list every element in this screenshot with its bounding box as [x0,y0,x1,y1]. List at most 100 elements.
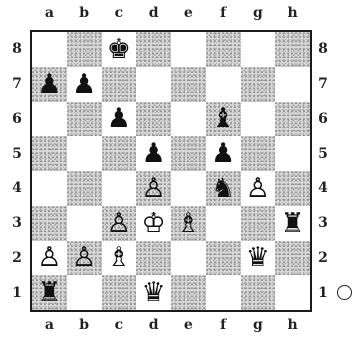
black-pawn-icon[interactable]: ♟ [211,140,235,167]
square-c3[interactable]: ♙ [102,206,137,241]
black-rook-icon[interactable]: ♜ [281,210,305,237]
square-g6[interactable] [241,102,276,137]
black-knight-icon[interactable]: ♞ [211,175,235,202]
file-label-bottom-d: d [136,316,171,334]
square-f6[interactable]: ♝ [206,102,241,137]
file-label-bottom-b: b [67,316,102,334]
black-pawn-icon[interactable]: ♟ [37,71,61,98]
square-a4[interactable] [32,171,67,206]
square-d5[interactable]: ♟ [136,136,171,171]
square-f4[interactable]: ♞ [206,171,241,206]
square-b3[interactable] [67,206,102,241]
square-g5[interactable] [241,136,276,171]
rank-label-right-5: 5 [314,136,332,171]
square-f2[interactable] [206,241,241,276]
square-a6[interactable] [32,102,67,137]
square-g8[interactable] [241,32,276,67]
square-c5[interactable] [102,136,137,171]
square-e7[interactable] [171,67,206,102]
white-king-icon[interactable]: ♔ [142,210,166,237]
rank-label-right-3: 3 [314,206,332,241]
square-b5[interactable] [67,136,102,171]
square-b6[interactable] [67,102,102,137]
white-pawn-icon[interactable]: ♙ [246,175,270,202]
black-pawn-icon[interactable]: ♟ [142,140,166,167]
square-h8[interactable] [275,32,310,67]
square-e6[interactable] [171,102,206,137]
black-pawn-icon[interactable]: ♟ [107,105,131,132]
file-label-bottom-h: h [275,316,310,334]
square-a7[interactable]: ♟ [32,67,67,102]
square-g3[interactable] [241,206,276,241]
square-f3[interactable] [206,206,241,241]
square-b1[interactable] [67,275,102,310]
rank-label-left-3: 3 [8,206,26,241]
rank-label-right-8: 8 [314,32,332,67]
square-h6[interactable] [275,102,310,137]
square-e4[interactable] [171,171,206,206]
square-a3[interactable] [32,206,67,241]
black-queen-icon[interactable]: ♛ [142,279,166,306]
square-f7[interactable] [206,67,241,102]
square-h5[interactable] [275,136,310,171]
square-d4[interactable]: ♙ [136,171,171,206]
black-queen-icon[interactable]: ♛ [246,244,270,271]
white-bishop-icon[interactable]: ♗ [176,210,200,237]
square-c8[interactable]: ♚ [102,32,137,67]
square-c7[interactable] [102,67,137,102]
black-king-icon[interactable]: ♚ [107,36,131,63]
black-bishop-icon[interactable]: ♝ [211,105,235,132]
square-h4[interactable] [275,171,310,206]
square-b4[interactable] [67,171,102,206]
square-h7[interactable] [275,67,310,102]
white-bishop-icon[interactable]: ♗ [107,244,131,271]
square-f5[interactable]: ♟ [206,136,241,171]
rank-label-right-6: 6 [314,102,332,137]
rank-label-left-7: 7 [8,67,26,102]
square-d1[interactable]: ♛ [136,275,171,310]
square-d8[interactable] [136,32,171,67]
white-pawn-icon[interactable]: ♙ [72,244,96,271]
file-label-top-h: h [275,4,310,22]
square-a1[interactable]: ♜ [32,275,67,310]
square-g1[interactable] [241,275,276,310]
square-b2[interactable]: ♙ [67,241,102,276]
square-h3[interactable]: ♜ [275,206,310,241]
rank-label-left-5: 5 [8,136,26,171]
square-g7[interactable] [241,67,276,102]
black-rook-icon[interactable]: ♜ [37,279,61,306]
square-a2[interactable]: ♙ [32,241,67,276]
square-d3[interactable]: ♔ [136,206,171,241]
square-f1[interactable] [206,275,241,310]
square-h2[interactable] [275,241,310,276]
square-d2[interactable] [136,241,171,276]
square-d6[interactable] [136,102,171,137]
square-a8[interactable] [32,32,67,67]
square-f8[interactable] [206,32,241,67]
square-b7[interactable]: ♟ [67,67,102,102]
square-e2[interactable] [171,241,206,276]
square-g2[interactable]: ♛ [241,241,276,276]
square-g4[interactable]: ♙ [241,171,276,206]
rank-label-left-6: 6 [8,102,26,137]
square-e5[interactable] [171,136,206,171]
black-pawn-icon[interactable]: ♟ [72,71,96,98]
square-b8[interactable] [67,32,102,67]
white-pawn-icon[interactable]: ♙ [107,210,131,237]
square-h1[interactable] [275,275,310,310]
square-e8[interactable] [171,32,206,67]
square-d7[interactable] [136,67,171,102]
file-label-bottom-c: c [102,316,137,334]
file-label-bottom-e: e [171,316,206,334]
square-e3[interactable]: ♗ [171,206,206,241]
square-e1[interactable] [171,275,206,310]
white-pawn-icon[interactable]: ♙ [37,244,61,271]
white-pawn-icon[interactable]: ♙ [142,175,166,202]
square-c4[interactable] [102,171,137,206]
chess-board[interactable]: ♚ ♟ ♟ ♟ ♝ ♟ ♟ ♙ ♞ ♙ ♙ ♔ ♗ ♜ ♙ ♙ ♗ ♛ ♜ ♛ [30,30,312,312]
square-a5[interactable] [32,136,67,171]
square-c2[interactable]: ♗ [102,241,137,276]
square-c1[interactable] [102,275,137,310]
square-c6[interactable]: ♟ [102,102,137,137]
